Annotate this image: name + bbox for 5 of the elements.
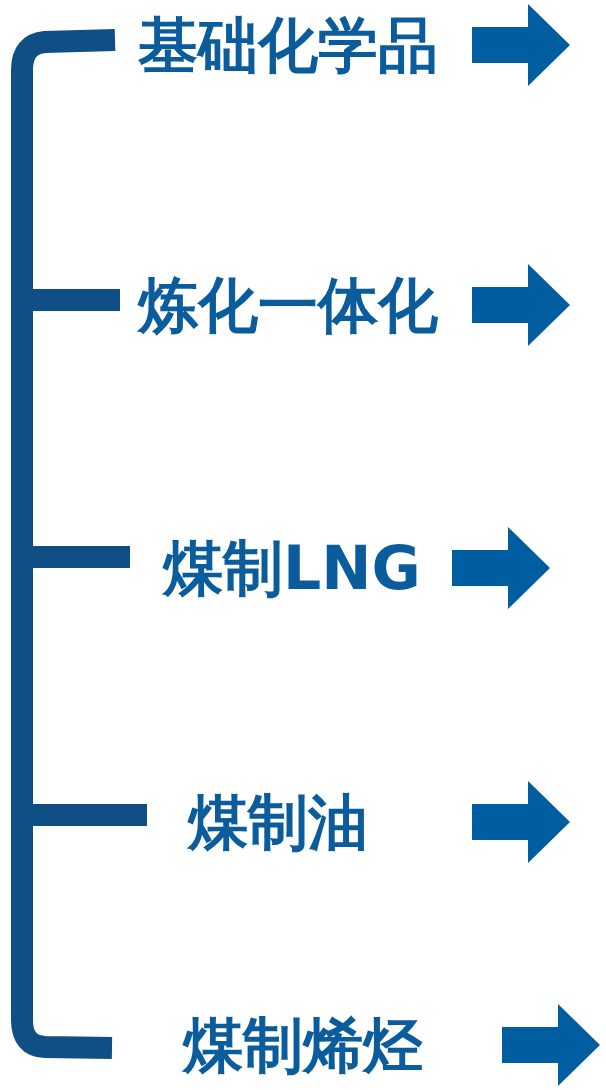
category-label: 炼化一体化 (138, 265, 472, 345)
category-label: 基础化学品 (138, 5, 472, 85)
category-label: 煤制LNG (163, 528, 452, 608)
category-label: 煤制烯烃 (183, 1005, 502, 1085)
category-label: 煤制油 (188, 782, 472, 862)
